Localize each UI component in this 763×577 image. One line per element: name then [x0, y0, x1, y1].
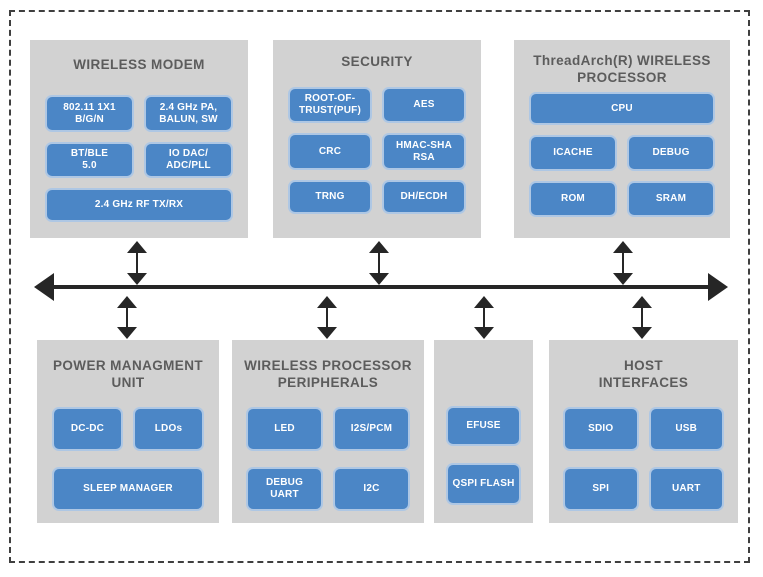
security-title: SECURITY	[341, 54, 413, 69]
chip-qspi-flash: QSPI FLASH	[446, 463, 521, 505]
chip-sdio: SDIO	[563, 407, 639, 451]
connector-storage-icon	[474, 296, 494, 339]
chip-rom: ROM	[529, 181, 617, 217]
chip-trng: TRNG	[288, 180, 372, 214]
connector-wireless-modem-icon	[127, 241, 147, 285]
chip-i2c: I2C	[333, 467, 410, 511]
connector-threadarch-icon	[613, 241, 633, 285]
chip-uart: UART	[648, 467, 724, 511]
system-bus-line	[50, 285, 712, 289]
chip-spi: SPI	[563, 467, 639, 511]
connector-host-interfaces-icon	[632, 296, 652, 339]
chip-io-dac-adc-pll: IO DAC/ ADC/PLL	[144, 142, 233, 178]
chip-bt-ble-50: BT/BLE 5.0	[45, 142, 134, 178]
chip-root-of-trust-puf: ROOT-OF- TRUST(PUF)	[288, 87, 372, 123]
chip-debug: DEBUG	[627, 135, 715, 171]
chip-sleep-manager: SLEEP MANAGER	[52, 467, 204, 511]
storage-grid: EFUSE QSPI FLASH	[434, 406, 533, 505]
block-wireless-modem: WIRELESS MODEM 802.11 1X1 B/G/N 2.4 GHz …	[30, 40, 248, 238]
host-interfaces-title: HOST INTERFACES	[598, 358, 689, 390]
block-power-management-unit: POWER MANAGMENT UNIT DC-DC LDOs SLEEP MA…	[37, 340, 219, 523]
block-host-interfaces: HOST INTERFACES SDIO USB SPI UART	[549, 340, 738, 523]
power-management-title: POWER MANAGMENT UNIT	[53, 358, 203, 390]
block-security: SECURITY ROOT-OF- TRUST(PUF) AES CRC HMA…	[273, 40, 481, 238]
chip-dh-ecdh: DH/ECDH	[382, 180, 466, 214]
block-storage: EFUSE QSPI FLASH	[434, 340, 533, 523]
chip-80211-1x1-bgn: 802.11 1X1 B/G/N	[45, 95, 134, 132]
chip-icache: ICACHE	[529, 135, 617, 171]
chip-crc: CRC	[288, 133, 372, 170]
chip-ldos: LDOs	[133, 407, 204, 451]
chip-cpu: CPU	[529, 92, 715, 125]
chip-efuse: EFUSE	[446, 406, 521, 446]
wireless-modem-title: WIRELESS MODEM	[73, 57, 205, 72]
threadarch-title: ThreadArch(R) WIRELESS PROCESSOR	[533, 53, 711, 85]
connector-power-management-icon	[117, 296, 137, 339]
bus-arrowhead-right-icon	[708, 273, 728, 301]
connector-peripherals-icon	[317, 296, 337, 339]
power-management-grid: DC-DC LDOs SLEEP MANAGER	[37, 407, 219, 511]
chip-debug-uart: DEBUG UART	[246, 467, 323, 511]
chip-24ghz-pa-balun-sw: 2.4 GHz PA, BALUN, SW	[144, 95, 233, 132]
chip-hmac-sha-rsa: HMAC-SHA RSA	[382, 133, 466, 170]
peripherals-grid: LED I2S/PCM DEBUG UART I2C	[232, 407, 424, 511]
bus-arrowhead-left-icon	[34, 273, 54, 301]
chip-aes: AES	[382, 87, 466, 123]
chip-led: LED	[246, 407, 323, 451]
threadarch-grid: CPU ICACHE DEBUG ROM SRAM	[514, 92, 730, 217]
block-threadarch-wireless-processor: ThreadArch(R) WIRELESS PROCESSOR CPU ICA…	[514, 40, 730, 238]
peripherals-title: WIRELESS PROCESSOR PERIPHERALS	[244, 358, 412, 390]
chip-boundary-frame	[9, 10, 750, 563]
chip-usb: USB	[648, 407, 724, 451]
security-grid: ROOT-OF- TRUST(PUF) AES CRC HMAC-SHA RSA…	[273, 87, 481, 214]
chip-24ghz-rf-txrx: 2.4 GHz RF TX/RX	[45, 188, 233, 222]
chip-i2s-pcm: I2S/PCM	[333, 407, 410, 451]
wireless-modem-grid: 802.11 1X1 B/G/N 2.4 GHz PA, BALUN, SW B…	[30, 95, 248, 222]
host-interfaces-grid: SDIO USB SPI UART	[549, 407, 738, 511]
chip-sram: SRAM	[627, 181, 715, 217]
block-wireless-processor-peripherals: WIRELESS PROCESSOR PERIPHERALS LED I2S/P…	[232, 340, 424, 523]
chip-dc-dc: DC-DC	[52, 407, 123, 451]
connector-security-icon	[369, 241, 389, 285]
